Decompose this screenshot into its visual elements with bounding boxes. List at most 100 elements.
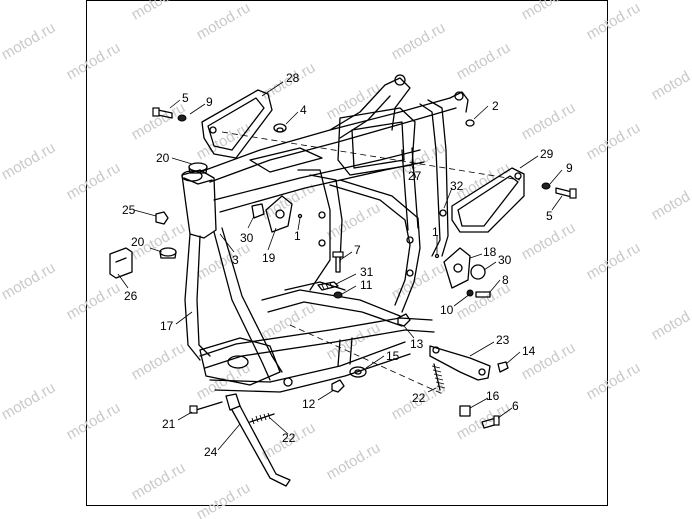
callout-15: 15	[386, 349, 400, 363]
callout-29: 29	[540, 147, 554, 161]
part-23-brake-bracket	[429, 345, 491, 381]
part-1-pin	[297, 213, 303, 219]
watermark-text: motod.ru	[389, 19, 449, 63]
callout-6: 6	[512, 399, 519, 413]
callout-1: 1	[294, 229, 301, 243]
callout-30: 30	[498, 253, 512, 267]
watermark-text: motod.ru	[129, 0, 189, 23]
part-28-side-cover-left	[201, 89, 273, 159]
part-19-plate	[265, 195, 293, 233]
part-6-screw	[481, 415, 500, 429]
part-30-rubber-mount-right	[470, 264, 486, 280]
motorcycle-frame	[181, 74, 521, 396]
callout-9: 9	[206, 95, 213, 109]
watermark-text: motod.ru	[324, 79, 384, 123]
watermark-text: motod.ru	[389, 259, 449, 303]
callout-24: 24	[204, 445, 218, 459]
part-5-screw-right	[555, 187, 577, 199]
watermark-text: motod.ru	[584, 119, 644, 163]
part-25-bracket	[155, 211, 169, 225]
part-1-pin-right	[434, 253, 440, 259]
watermark-text: motod.ru	[64, 159, 124, 203]
callout-2: 2	[492, 99, 499, 113]
watermark-text: motod.ru	[64, 399, 124, 443]
callout-25: 25	[122, 203, 136, 217]
callout-14: 14	[522, 344, 536, 358]
callout-22: 22	[282, 431, 296, 445]
callout-12: 12	[302, 397, 316, 411]
callout-8: 8	[502, 273, 509, 287]
watermark-text: motod.ru	[519, 219, 579, 263]
part-21-pivot-bolt	[189, 401, 223, 414]
part-22-spring-lower	[249, 412, 275, 425]
callout-7: 7	[354, 243, 361, 257]
part-29-side-cover-right	[451, 167, 525, 233]
watermark-text: motod.ru	[64, 39, 124, 83]
callout-1: 1	[432, 225, 439, 239]
watermark-text: motod.ru	[129, 339, 189, 383]
callout-32: 32	[450, 179, 464, 193]
callout-19: 19	[262, 251, 276, 265]
part-32-clip	[439, 209, 447, 217]
callout-11: 11	[360, 278, 373, 292]
callout-18: 18	[483, 245, 497, 259]
callout-28: 28	[286, 71, 300, 85]
part-22-spring	[431, 363, 446, 391]
watermark-text: motod.ru	[194, 479, 254, 519]
part-14-nut	[497, 361, 509, 373]
callout-labels: 28 5 9 4 2 20 29 9 27 32 5 25 30 1 1 20 …	[122, 71, 573, 459]
watermark-text: motod.ru	[454, 39, 514, 83]
watermark-text: motod.ru	[649, 59, 692, 103]
watermark-text: motod.ru	[519, 0, 579, 23]
part-30-rubber-mount	[251, 203, 265, 219]
part-26-clamp	[109, 247, 133, 279]
callout-17: 17	[160, 319, 174, 333]
part-24-kickstand	[225, 393, 291, 487]
watermark-text: motod.ru	[584, 359, 644, 403]
callout-20: 20	[156, 151, 170, 165]
part-16-clip	[459, 405, 471, 417]
callout-21: 21	[162, 417, 176, 431]
watermark-text: motod.ru	[584, 239, 644, 283]
callout-22: 22	[412, 391, 426, 405]
callout-3: 3	[232, 253, 239, 267]
part-12-nut	[331, 379, 345, 393]
diagram-frame	[86, 0, 608, 506]
part-5-screw	[152, 107, 173, 119]
callout-9: 9	[566, 161, 573, 175]
watermark-text: motod.ru	[194, 0, 254, 43]
leader-lines	[117, 81, 563, 451]
part-15-bushing	[349, 366, 367, 378]
callout-20: 20	[131, 235, 145, 249]
part-20-bushing	[188, 162, 208, 174]
callout-31: 31	[360, 265, 374, 279]
watermark-text: motod.ru	[0, 259, 58, 303]
watermark-text: motod.ru	[649, 179, 692, 223]
callout-4: 4	[300, 103, 307, 117]
callout-26: 26	[124, 289, 138, 303]
watermark-text: motod.ru	[0, 139, 58, 183]
callout-16: 16	[486, 389, 500, 403]
part-4-grommet	[273, 123, 287, 133]
watermark-text: motod.ru	[194, 239, 254, 283]
part-2-grommet	[465, 119, 475, 127]
part-11-washer	[333, 291, 343, 299]
part-13-nut	[397, 313, 411, 327]
watermark-text: motod.ru	[129, 459, 189, 503]
watermark-text: motod.ru	[324, 199, 384, 243]
callout-30: 30	[240, 231, 254, 245]
part-8-bolt	[466, 289, 491, 298]
callout-5: 5	[546, 209, 553, 223]
part-9-washer	[177, 114, 187, 122]
callout-23: 23	[496, 333, 510, 347]
watermark-text: motod.ru	[0, 379, 58, 423]
callout-5: 5	[182, 91, 189, 105]
part-20-bushing-lower	[159, 247, 177, 259]
watermark-text: motod.ru	[0, 19, 58, 63]
callout-27: 27	[408, 169, 422, 183]
watermark-text: motod.ru	[129, 99, 189, 143]
callout-13: 13	[410, 337, 424, 351]
